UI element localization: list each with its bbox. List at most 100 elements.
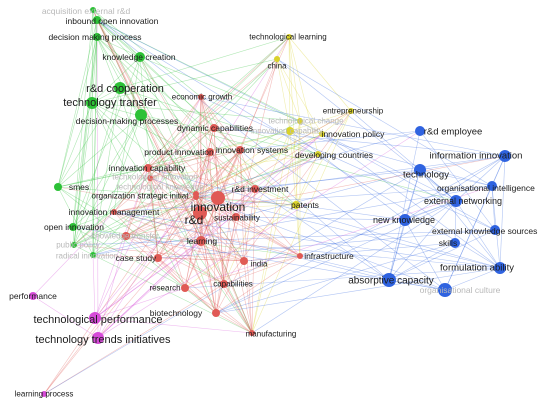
node-label-innovation-capability[interactable]: innovation capability (251, 127, 323, 136)
node-infrastructure[interactable] (297, 253, 303, 259)
node-technological-performance[interactable] (89, 312, 101, 324)
node-label-learning-process[interactable]: learning process (15, 390, 74, 399)
node-economic-growth[interactable] (198, 94, 204, 100)
node-product-innovation[interactable] (206, 148, 214, 156)
node-learning[interactable] (196, 236, 206, 246)
node-new-knowledge[interactable] (399, 214, 411, 226)
node-innovation-capability[interactable] (144, 164, 152, 172)
node-label-skills[interactable]: skills (439, 238, 457, 248)
node-label-developing-countries[interactable]: developing countries (295, 150, 373, 160)
node-biotechnology[interactable] (212, 309, 220, 317)
node-label-r-d[interactable]: r&d (185, 213, 204, 227)
node-label-organisational-intelligence[interactable]: organisational intelligence (437, 183, 535, 193)
node-label-innovation-capability[interactable]: innovation capability (109, 163, 186, 173)
node-knowledge-transfer[interactable] (122, 232, 130, 240)
node-label-formulation-ability[interactable]: formulation ability (440, 263, 514, 274)
node-label-organisational-culture[interactable]: organisational culture (420, 285, 501, 295)
node-label-open-innovation[interactable]: open innovation (44, 222, 104, 232)
node-label-performance[interactable]: performance (9, 291, 57, 301)
node-label-inbound-open-innovation[interactable]: inbound open innovation (66, 16, 159, 26)
node-label-research[interactable]: research (149, 284, 180, 293)
node-r-d[interactable] (193, 206, 207, 220)
node-label-new-knowledge[interactable]: new knowledge (373, 215, 435, 225)
node-label-external-networking[interactable]: external networking (424, 196, 502, 206)
node-label-sustainability[interactable]: sustainability (214, 214, 260, 223)
node-label-r-d-cooperation[interactable]: r&d cooperation (86, 83, 164, 95)
node-radical-innovation[interactable] (90, 252, 96, 258)
node-sustainability[interactable] (232, 213, 240, 221)
node-label-r-d-investment[interactable]: r&d investment (232, 184, 289, 194)
node-r-d-employee[interactable] (415, 126, 425, 136)
node-acquisition-external-r-d[interactable] (90, 7, 96, 13)
node-label-innovation[interactable]: innovation (191, 200, 246, 214)
node-organization-strategic-initiat[interactable] (193, 194, 199, 200)
node-label-entrepreneurship[interactable]: entrepreneurship (323, 107, 384, 116)
node-label-innovation-management[interactable]: innovation management (69, 207, 160, 217)
node-innovation[interactable] (211, 191, 225, 205)
node-label-dynamic-capabilities[interactable]: dynamic capabilities (177, 123, 253, 133)
node-innovation-policy[interactable] (319, 131, 325, 137)
node-china[interactable] (274, 56, 280, 62)
node-label-radical-innovation[interactable]: radical innovation (56, 252, 118, 261)
node-inbound-open-innovation[interactable] (93, 16, 101, 24)
node-skills[interactable] (450, 238, 460, 248)
node-label-organization-strategic-initiat[interactable]: organization strategic initiat (92, 192, 190, 201)
node-label-information-innovation[interactable]: information innovation (430, 151, 523, 162)
node-label-infrastructure[interactable]: infrastructure (304, 251, 354, 261)
node-label-technology[interactable]: technology (403, 170, 449, 181)
node-technology-transfer[interactable] (86, 97, 98, 109)
node-organisational-intelligence[interactable] (487, 181, 497, 191)
node-public-policy[interactable] (71, 242, 77, 248)
node-information-innovation[interactable] (499, 150, 511, 162)
node-label-india[interactable]: india (251, 260, 268, 269)
node-absorptive-capacity[interactable] (382, 273, 396, 287)
node-label-manufacturing[interactable]: manufacturing (246, 330, 297, 339)
node-innovation-capability[interactable] (286, 127, 294, 135)
node-label-absorptive-capacity[interactable]: absorptive capacity (348, 276, 434, 287)
node-decision-making-processes[interactable] (135, 109, 147, 121)
node-entrepreneurship[interactable] (348, 108, 354, 114)
node-label-knowledge-creation[interactable]: knowledge creation (102, 52, 176, 62)
node-label-china[interactable]: china (267, 62, 287, 71)
node-organisational-culture[interactable] (438, 283, 452, 297)
node-r-d-investment[interactable] (251, 185, 259, 193)
node-knowledge-creation[interactable] (135, 52, 145, 62)
node-label-technological-innovation[interactable]: technological innovation (112, 173, 197, 182)
node-label-technology-trends-initiatives[interactable]: technology trends initiatives (35, 334, 171, 346)
node-dynamic-capabilities[interactable] (210, 124, 218, 132)
node-label-r-d-employee[interactable]: r&d employee (424, 127, 483, 138)
node-label-technological-knowledge[interactable]: technological knowledge (116, 183, 204, 192)
node-performance[interactable] (29, 292, 37, 300)
node-capabilities[interactable] (220, 280, 228, 288)
node-india[interactable] (240, 257, 248, 265)
node-label-economic-growth[interactable]: economic growth (172, 93, 232, 102)
node-manufacturing[interactable] (249, 330, 255, 336)
node-innovation-management[interactable] (111, 209, 117, 215)
node-label-technology-transfer[interactable]: technology transfer (63, 97, 157, 109)
node-label-technological-performance[interactable]: technological performance (33, 314, 162, 326)
node-technological-change[interactable] (297, 118, 303, 124)
node-label-public-policy[interactable]: public policy (56, 241, 100, 250)
node-label-external-knowledge-sources[interactable]: external knowledge sources (432, 226, 537, 236)
node-label-biotechnology[interactable]: biotechnology (150, 308, 203, 318)
node-label-patents[interactable]: patents (291, 200, 319, 210)
node-label-case-study[interactable]: case study (116, 253, 157, 263)
node-label-acquisition-external-r-d[interactable]: acquisition external r&d (42, 6, 131, 16)
node-case-study[interactable] (154, 254, 162, 262)
node-external-networking[interactable] (450, 195, 462, 207)
node-technological-innovation[interactable] (147, 175, 153, 181)
node-open-innovation[interactable] (69, 223, 77, 231)
node-smes[interactable] (54, 183, 62, 191)
node-developing-countries[interactable] (315, 151, 321, 157)
node-learning-process[interactable] (41, 391, 47, 397)
node-technology-trends-initiatives[interactable] (92, 332, 104, 344)
node-label-product-innovation[interactable]: product innovation (144, 147, 214, 157)
node-external-knowledge-sources[interactable] (490, 225, 500, 235)
node-label-innovation-systems[interactable]: innovation systems (216, 145, 288, 155)
node-research[interactable] (181, 284, 189, 292)
node-technology[interactable] (414, 164, 426, 176)
node-innovation-systems[interactable] (236, 146, 244, 154)
node-label-smes[interactable]: smes (69, 182, 89, 192)
node-label-decision-making-process[interactable]: decision making process (48, 32, 141, 42)
node-decision-making-process[interactable] (93, 33, 101, 41)
